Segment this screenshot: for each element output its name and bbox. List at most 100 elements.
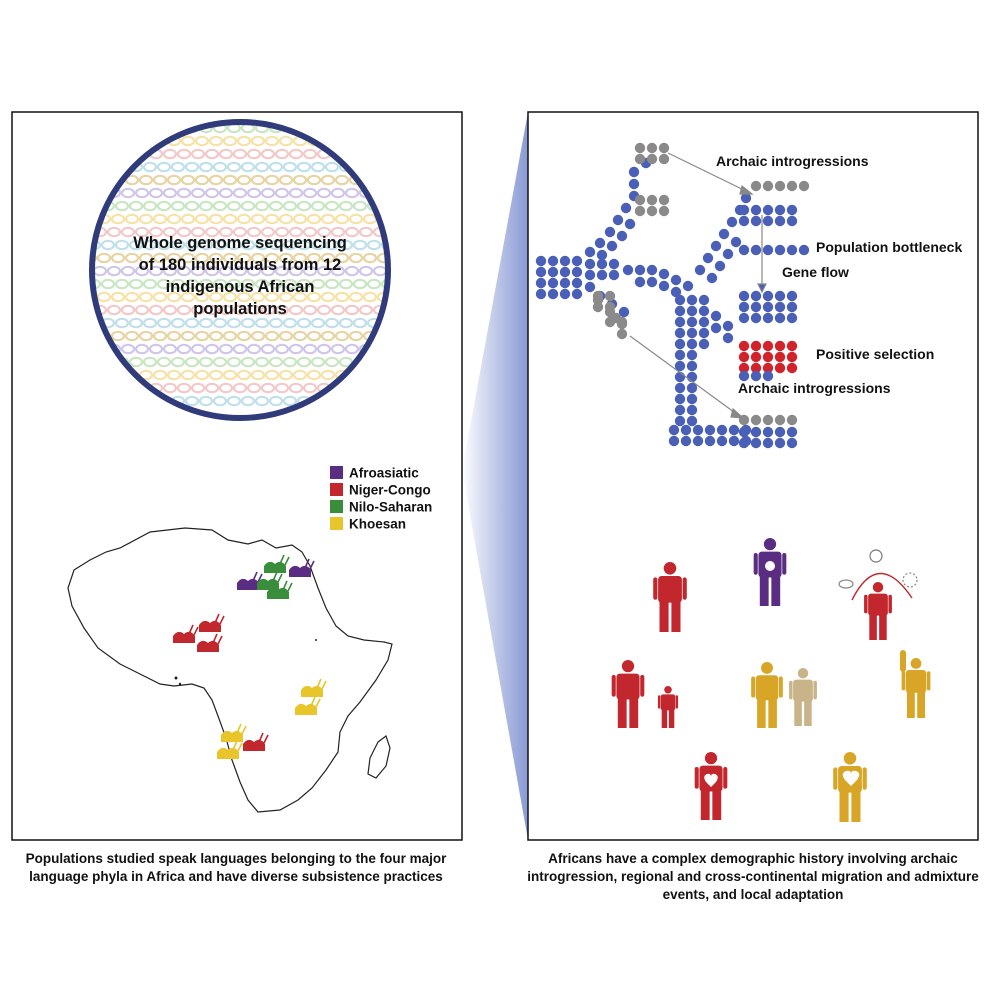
population-dot (692, 435, 704, 447)
sequence-glyph (120, 265, 136, 277)
sequence-glyph (222, 369, 238, 381)
population-dot (698, 327, 710, 339)
population-dot (786, 244, 798, 256)
sequence-glyph (320, 174, 336, 186)
sequence-glyph (156, 356, 172, 368)
population-dot (680, 424, 692, 436)
protection-arc (851, 572, 913, 601)
sequence-glyph (264, 330, 280, 342)
sequence-glyph (302, 265, 318, 277)
sequence-glyph (110, 330, 126, 342)
virus-icon (902, 572, 918, 588)
population-dot (535, 288, 547, 300)
sequence-glyph (120, 343, 136, 355)
person-figure (864, 582, 892, 640)
person-figure (789, 668, 817, 726)
sequence-glyph (190, 148, 206, 160)
sequence-glyph (180, 252, 196, 264)
sequence-glyph (114, 200, 130, 212)
population-dot (674, 404, 686, 416)
population-dot (608, 269, 620, 281)
population-dot (584, 281, 596, 293)
sequence-glyph (204, 382, 220, 394)
sequence-glyph (278, 330, 294, 342)
population-dot (738, 290, 750, 302)
population-dot (620, 202, 632, 214)
sequence-glyph (176, 187, 192, 199)
population-dot (750, 301, 762, 313)
sequence-glyph (302, 304, 318, 316)
sequence-glyph (128, 317, 144, 329)
sequence-glyph (222, 213, 238, 225)
sequence-glyph (348, 330, 364, 342)
population-dot (559, 255, 571, 267)
sequence-glyph (260, 187, 276, 199)
population-dot (624, 218, 636, 230)
population-dot (738, 215, 750, 227)
population-dot (786, 180, 798, 192)
population-dot (547, 255, 559, 267)
population-dot (786, 340, 798, 352)
sequence-glyph (194, 369, 210, 381)
sequence-glyph (320, 369, 336, 381)
population-dot (674, 371, 686, 383)
sequence-glyph (162, 226, 178, 238)
sequence-glyph (124, 252, 140, 264)
sequence-glyph (324, 161, 340, 173)
sequence-glyph (162, 187, 178, 199)
sequence-glyph (330, 187, 346, 199)
population-dot (722, 248, 734, 260)
sequence-glyph (114, 317, 130, 329)
sequence-glyph (310, 239, 326, 251)
population-dot (674, 338, 686, 350)
sequence-glyph (204, 226, 220, 238)
sequence-glyph (190, 187, 206, 199)
population-dot (559, 266, 571, 278)
sequence-glyph (198, 317, 214, 329)
sequence-glyph (278, 135, 294, 147)
left-panel-caption: Populations studied speak languages belo… (25, 851, 447, 884)
sequence-glyph (148, 343, 164, 355)
sequence-glyph (204, 187, 220, 199)
sequence-glyph (380, 278, 388, 290)
sequence-glyph (142, 356, 158, 368)
sequence-glyph (348, 291, 364, 303)
population-dot (706, 272, 718, 284)
sequence-glyph (338, 317, 354, 329)
sequence-glyph (106, 226, 122, 238)
person-figure (833, 752, 867, 822)
legend-label: Afroasiatic (349, 466, 419, 481)
population-dot (762, 414, 774, 426)
population-dot (716, 435, 728, 447)
sequence-glyph (288, 382, 304, 394)
sequence-glyph (260, 343, 276, 355)
population-dot (674, 393, 686, 405)
sequence-glyph (264, 252, 280, 264)
sequence-glyph (338, 356, 354, 368)
sequence-glyph (194, 213, 210, 225)
sequence-glyph (268, 395, 284, 407)
madagascar-outline (367, 735, 391, 779)
sequence-glyph (208, 369, 224, 381)
sequence-glyph (324, 239, 340, 251)
sequence-glyph (128, 356, 144, 368)
sequence-glyph (170, 161, 186, 173)
sequence-glyph (268, 278, 284, 290)
population-dot (774, 180, 786, 192)
sequence-glyph (316, 343, 332, 355)
sequence-glyph (240, 317, 256, 329)
population-dot (714, 260, 726, 272)
sequence-glyph (152, 330, 168, 342)
population-dot (628, 178, 640, 190)
sequence-glyph (128, 278, 144, 290)
sequence-glyph (296, 278, 312, 290)
population-dot (535, 266, 547, 278)
population-dot (658, 268, 670, 280)
population-dot (686, 349, 698, 361)
sequence-glyph (208, 291, 224, 303)
label-gene-flow: Gene flow (782, 264, 849, 280)
sequence-glyph (190, 343, 206, 355)
sequence-glyph (324, 200, 340, 212)
sequence-glyph (204, 304, 220, 316)
sequence-glyph (320, 330, 336, 342)
